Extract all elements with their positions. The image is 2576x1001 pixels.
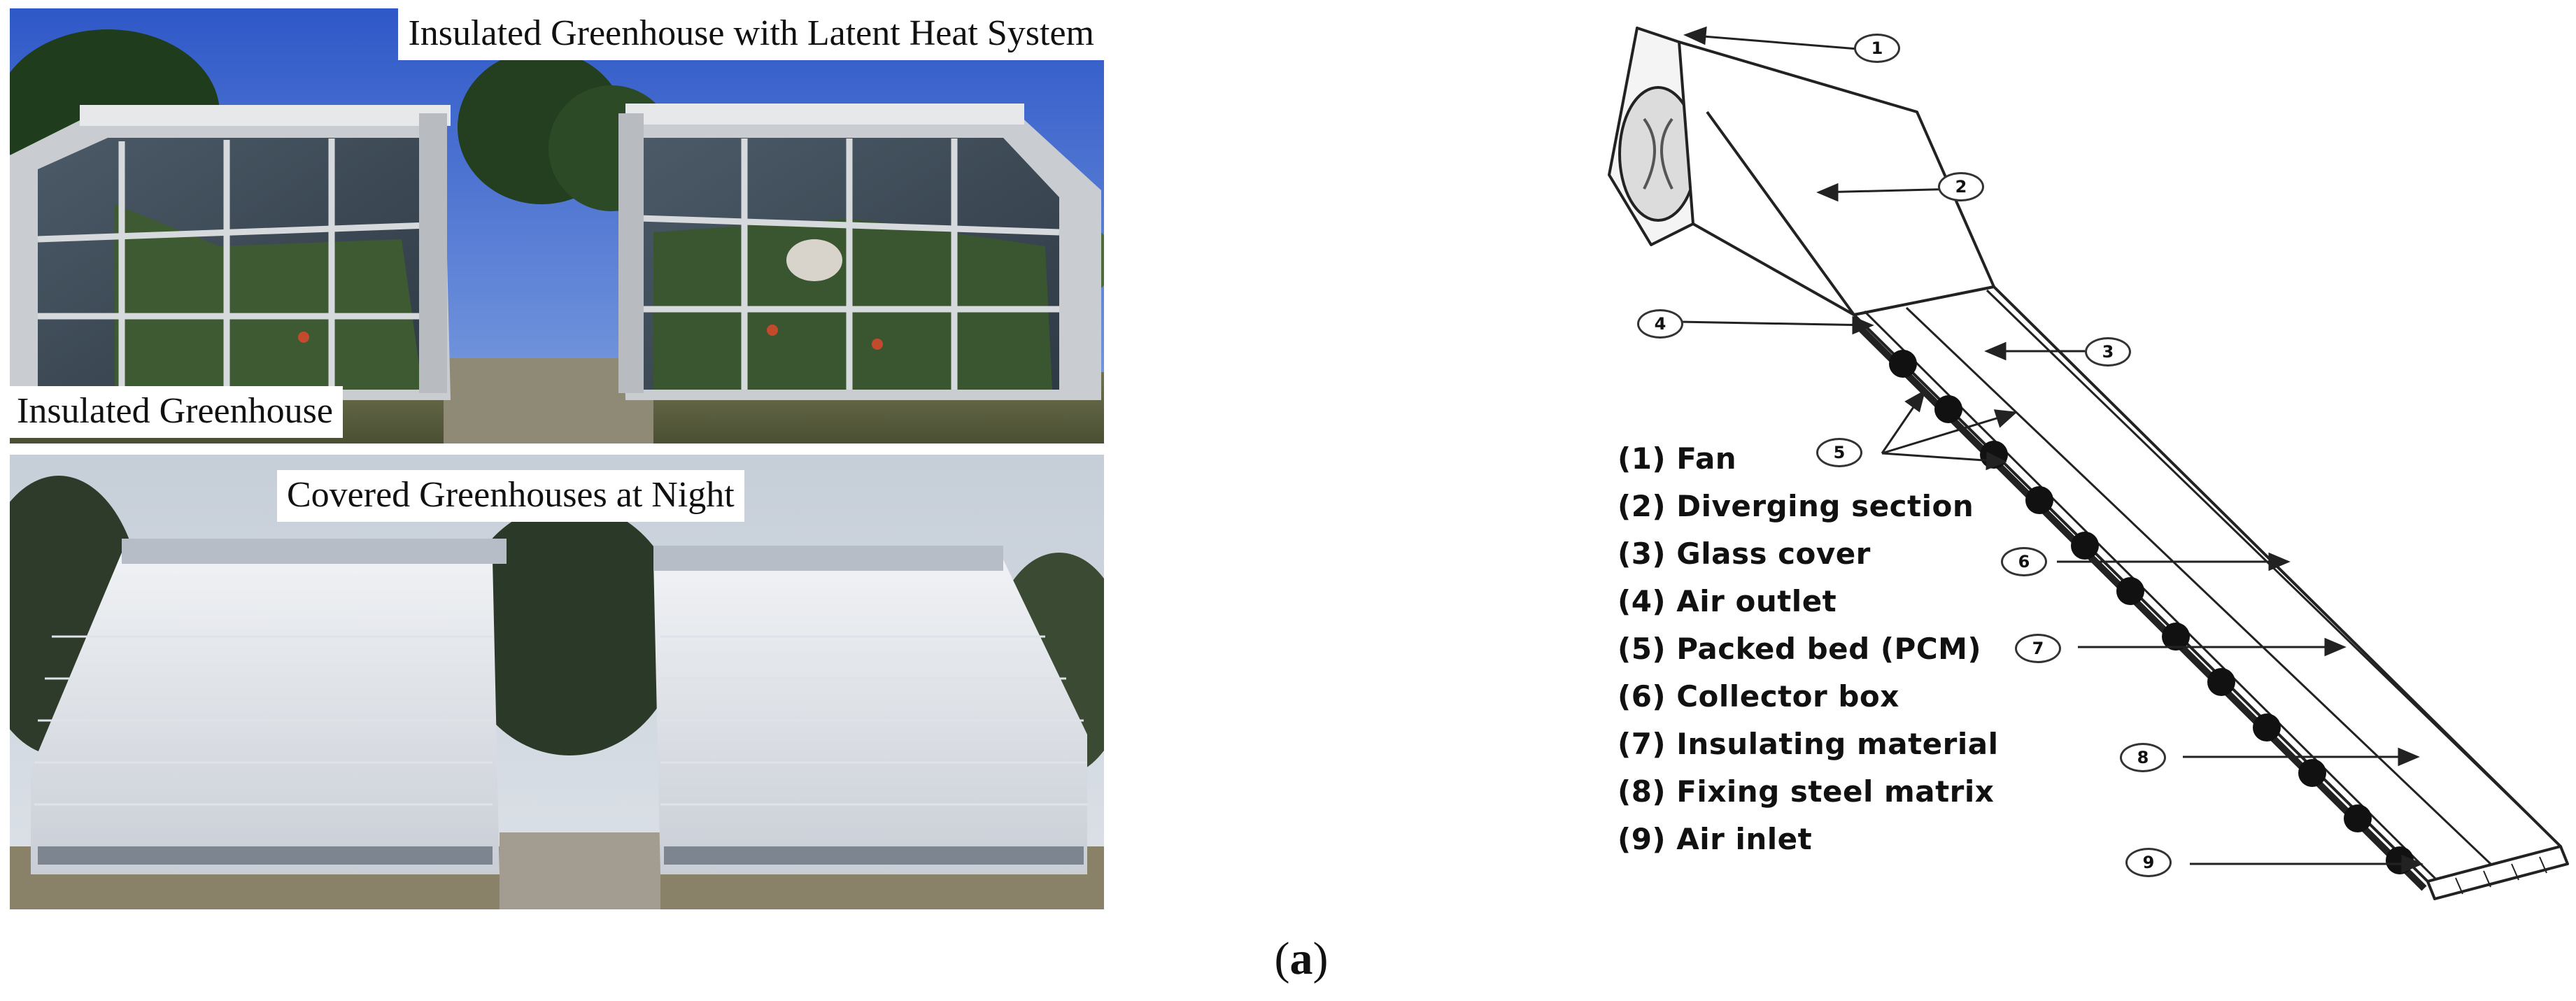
callout-2: 2: [1938, 172, 1984, 201]
legend-item-fixing-steel-matrix: (8) Fixing steel matrix: [1618, 774, 1995, 809]
component-legend: (1) Fan (2) Diverging section (3) Glass …: [1618, 435, 1998, 863]
legend-item-fan: (1) Fan: [1618, 441, 1737, 476]
figure-caption: (a): [1245, 936, 1357, 982]
photo-label-insulated: Insulated Greenhouse: [10, 386, 343, 438]
air-inlet: [2426, 845, 2569, 900]
callout-7: 7: [2015, 634, 2061, 663]
caption-open: (: [1274, 933, 1290, 984]
legend-item-air-outlet: (4) Air outlet: [1618, 584, 1837, 618]
callout-6: 6: [2001, 547, 2047, 576]
legend-item-air-inlet: (9) Air inlet: [1618, 822, 1813, 856]
legend-item-diverging-section: (2) Diverging section: [1618, 489, 1974, 523]
callout-5: 5: [1816, 438, 1862, 467]
photo-title-latent-heat: Insulated Greenhouse with Latent Heat Sy…: [398, 8, 1104, 60]
legend-item-packed-bed: (5) Packed bed (PCM): [1618, 632, 1982, 666]
callout-3: 3: [2085, 337, 2131, 367]
greenhouse-photo-drawing: [10, 8, 1104, 443]
caption-letter: a: [1289, 933, 1313, 984]
callout-8: 8: [2120, 743, 2166, 772]
photo-title-covered-night: Covered Greenhouses at Night: [277, 470, 744, 522]
photo-covered-greenhouses: Covered Greenhouses at Night: [10, 455, 1104, 909]
caption-close: ): [1312, 933, 1329, 984]
legend-item-collector-box: (6) Collector box: [1618, 679, 1899, 714]
covered-greenhouse-photo-drawing: [10, 455, 1104, 909]
legend-item-glass-cover: (3) Glass cover: [1618, 537, 1871, 571]
callout-9: 9: [2125, 848, 2172, 877]
callout-4: 4: [1637, 309, 1683, 339]
legend-item-insulating-material: (7) Insulating material: [1618, 727, 1999, 761]
callout-1: 1: [1854, 34, 1900, 63]
photo-insulated-greenhouses: Insulated Greenhouse with Latent Heat Sy…: [10, 8, 1104, 443]
solar-air-collector-diagram: [1608, 26, 2569, 900]
